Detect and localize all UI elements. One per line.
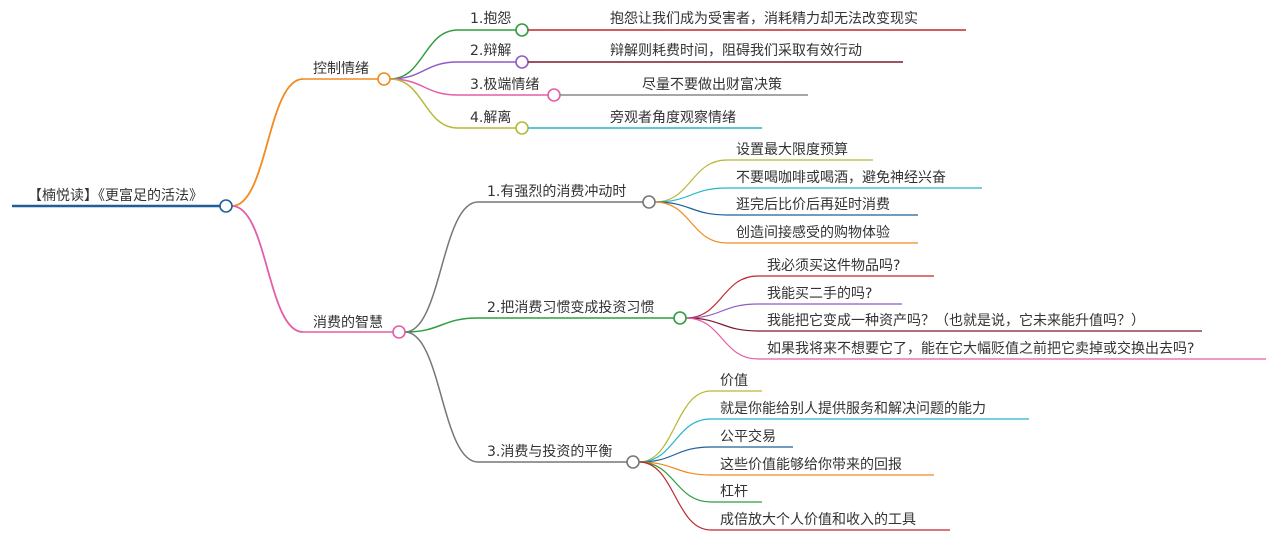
root-node[interactable]: 【楠悦读】《更富足的活法》 bbox=[12, 187, 233, 213]
topic-balance[interactable]: 3.消费与投资的平衡 bbox=[478, 444, 640, 469]
topic-label: 1.有强烈的消费冲动时 bbox=[487, 184, 626, 200]
connector-leaf bbox=[654, 187, 728, 203]
topic-consumption-to-investment[interactable]: 2.把消费习惯变成投资习惯 bbox=[478, 299, 687, 325]
leaf-leverage[interactable]: 杠杆 bbox=[711, 484, 762, 503]
leaf-label: 公平交易 bbox=[720, 428, 776, 445]
leaf-delay-purchase[interactable]: 逛完后比价后再延时消费 bbox=[727, 197, 918, 216]
connector-leaf bbox=[638, 418, 712, 463]
note-label: 辩解则耗费时间，阻碍我们采取有效行动 bbox=[610, 43, 862, 59]
leaf-value-definition[interactable]: 就是你能给别人提供服务和解决问题的能力 bbox=[711, 401, 1029, 420]
connector-root-to-control-emotions bbox=[231, 78, 304, 207]
leaf-fair-trade[interactable]: 公平交易 bbox=[711, 428, 793, 448]
topic-dissociate[interactable]: 4.解离 旁观者角度观察情绪 bbox=[458, 109, 762, 135]
connector-leaf bbox=[638, 461, 712, 476]
connector-leaf bbox=[638, 446, 712, 463]
leaf-must-buy[interactable]: 我必须买这件物品吗? bbox=[758, 257, 934, 277]
topic-label: 4.解离 bbox=[470, 109, 511, 126]
connector-consumption-topic bbox=[404, 201, 479, 333]
leaf-turn-into-asset[interactable]: 我能把它变成一种资产吗？（也就是说，它未来能升值吗？） bbox=[758, 312, 1202, 332]
topic-strong-urge[interactable]: 1.有强烈的消费冲动时 bbox=[478, 184, 656, 209]
connector-leaf bbox=[685, 317, 759, 360]
mind-map-nodes: 【楠悦读】《更富足的活法》 控制情绪 1.抱怨 抱怨让我们成为受害者，消耗精力却… bbox=[12, 11, 1266, 531]
leaf-resell-before-depreciation[interactable]: 如果我将来不想要它了，能在它大幅贬值之前把它卖掉或交换出去吗? bbox=[758, 340, 1266, 360]
topic-node-circle[interactable] bbox=[626, 455, 640, 469]
topic-label: 2.把消费习惯变成投资习惯 bbox=[487, 299, 654, 316]
connector-leaf bbox=[638, 461, 712, 531]
topic-complain[interactable]: 1.抱怨 抱怨让我们成为受害者，消耗精力却无法改变现实 bbox=[458, 11, 966, 37]
leaf-label: 这些价值能够给你带来的回报 bbox=[720, 456, 902, 473]
topic-label: 2.辩解 bbox=[470, 43, 511, 59]
leaf-no-coffee[interactable]: 不要喝咖啡或喝酒，避免神经兴奋 bbox=[727, 170, 982, 189]
leaf-value-return[interactable]: 这些价值能够给你带来的回报 bbox=[711, 456, 934, 476]
topic-node-circle[interactable] bbox=[673, 311, 687, 325]
connector-control-emotions-topic bbox=[389, 78, 459, 129]
note-label: 旁观者角度观察情绪 bbox=[610, 109, 736, 126]
topic-justify[interactable]: 2.辩解 辩解则耗费时间，阻碍我们采取有效行动 bbox=[458, 43, 903, 69]
leaf-label: 我能买二手的吗? bbox=[767, 286, 872, 302]
topic-label: 1.抱怨 bbox=[470, 11, 511, 27]
leaf-label: 逛完后比价后再延时消费 bbox=[736, 197, 890, 213]
leaf-label: 成倍放大个人价值和收入的工具 bbox=[720, 512, 916, 528]
branch-label: 消费的智慧 bbox=[313, 315, 383, 331]
leaf-second-hand[interactable]: 我能买二手的吗? bbox=[758, 286, 902, 305]
note-label: 尽量不要做出财富决策 bbox=[642, 76, 782, 93]
leaf-value[interactable]: 价值 bbox=[711, 373, 762, 392]
connector-leaf bbox=[638, 390, 712, 463]
connector-consumption-topic bbox=[404, 317, 479, 333]
connector-leaf bbox=[654, 201, 728, 244]
connector-leaf bbox=[654, 159, 728, 203]
connector-control-emotions-topic bbox=[389, 61, 459, 80]
connector-consumption-topic bbox=[404, 331, 479, 463]
topic-node-circle[interactable] bbox=[547, 88, 561, 102]
leaf-label: 杠杆 bbox=[720, 484, 748, 500]
leaf-label: 创造间接感受的购物体验 bbox=[736, 224, 890, 241]
branch-consumption-wisdom[interactable]: 消费的智慧 bbox=[303, 315, 406, 339]
connector-leaf bbox=[638, 461, 712, 503]
leaf-label: 就是你能给别人提供服务和解决问题的能力 bbox=[720, 401, 986, 417]
topic-extreme-emotions[interactable]: 3.极端情绪 尽量不要做出财富决策 bbox=[458, 76, 808, 102]
leaf-indirect-experience[interactable]: 创造间接感受的购物体验 bbox=[727, 224, 918, 244]
topic-node-circle[interactable] bbox=[515, 121, 529, 135]
leaf-label: 如果我将来不想要它了，能在它大幅贬值之前把它卖掉或交换出去吗? bbox=[767, 340, 1194, 357]
connector-lines bbox=[231, 29, 759, 531]
branch-node-circle[interactable] bbox=[392, 325, 406, 339]
root-label: 【楠悦读】《更富足的活法》 bbox=[28, 187, 203, 204]
note-label: 抱怨让我们成为受害者，消耗精力却无法改变现实 bbox=[610, 11, 918, 27]
topic-node-circle[interactable] bbox=[515, 55, 529, 69]
leaf-max-budget[interactable]: 设置最大限度预算 bbox=[727, 142, 873, 161]
branch-label: 控制情绪 bbox=[313, 61, 369, 77]
connector-leaf bbox=[685, 275, 759, 319]
leaf-leverage-definition[interactable]: 成倍放大个人价值和收入的工具 bbox=[711, 512, 950, 531]
branch-control-emotions[interactable]: 控制情绪 bbox=[303, 61, 391, 86]
connector-root-to-consumption-wisdom bbox=[231, 205, 304, 333]
connector-control-emotions-topic bbox=[389, 78, 459, 96]
topic-label: 3.极端情绪 bbox=[470, 77, 539, 93]
connector-control-emotions-topic bbox=[389, 29, 459, 80]
connector-leaf bbox=[685, 303, 759, 319]
connector-leaf bbox=[654, 201, 728, 216]
topic-label: 3.消费与投资的平衡 bbox=[487, 444, 612, 460]
topic-node-circle[interactable] bbox=[642, 195, 656, 209]
leaf-label: 价值 bbox=[720, 373, 748, 389]
root-node-circle[interactable] bbox=[219, 199, 233, 213]
leaf-label: 我必须买这件物品吗? bbox=[767, 257, 900, 274]
topic-node-circle[interactable] bbox=[515, 23, 529, 37]
leaf-label: 设置最大限度预算 bbox=[736, 142, 848, 158]
connector-leaf bbox=[685, 317, 759, 332]
leaf-label: 不要喝咖啡或喝酒，避免神经兴奋 bbox=[736, 170, 946, 186]
leaf-label: 我能把它变成一种资产吗？（也就是说，它未来能升值吗？） bbox=[767, 312, 1145, 329]
branch-node-circle[interactable] bbox=[377, 72, 391, 86]
